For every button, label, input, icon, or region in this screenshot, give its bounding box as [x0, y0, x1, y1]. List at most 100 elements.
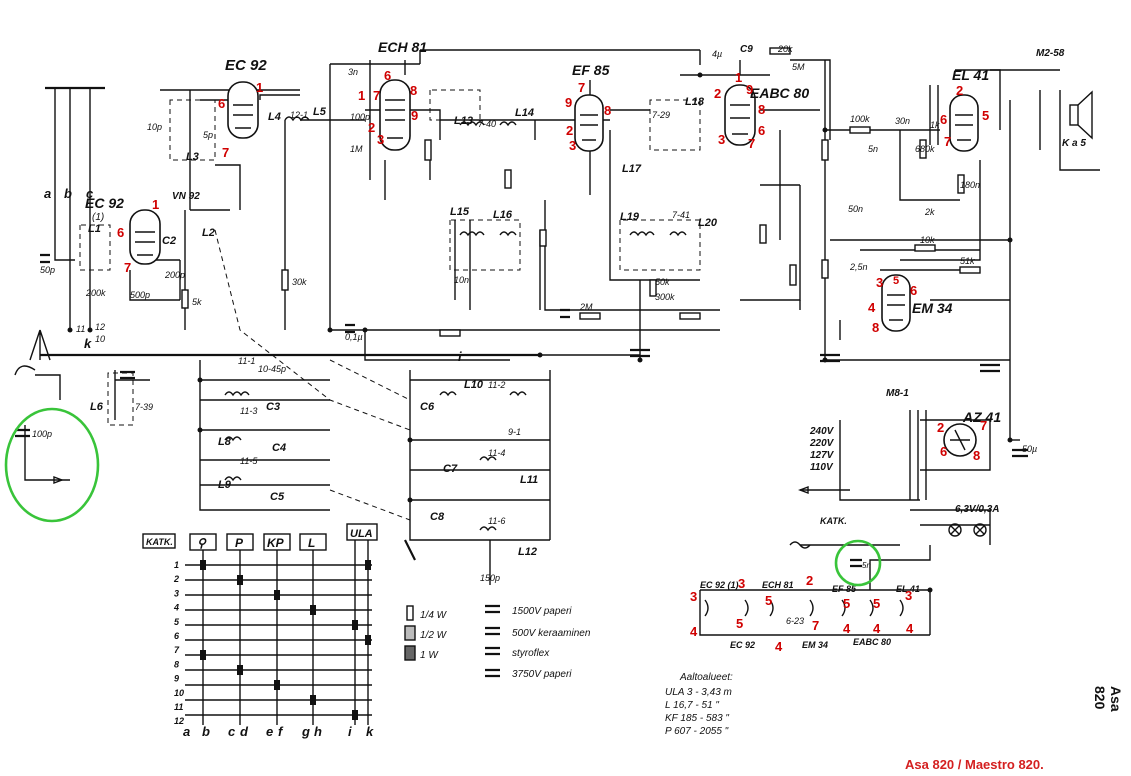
svg-text:7: 7	[944, 134, 951, 149]
svg-text:3750V paperi: 3750V paperi	[512, 669, 572, 680]
svg-text:127V: 127V	[810, 450, 835, 461]
svg-text:30k: 30k	[292, 277, 307, 287]
svg-text:C8: C8	[430, 511, 445, 523]
svg-text:6: 6	[910, 283, 917, 298]
svg-text:50µ: 50µ	[1022, 444, 1037, 454]
svg-text:KP: KP	[267, 536, 285, 550]
tube-ec92-a: EC 92 1 6 7	[218, 57, 267, 160]
svg-text:200p: 200p	[164, 270, 185, 280]
svg-text:EC 92: EC 92	[730, 640, 755, 650]
svg-text:9: 9	[565, 95, 572, 110]
svg-text:5: 5	[893, 275, 899, 287]
svg-text:KF 185 - 583 ": KF 185 - 583 "	[665, 713, 729, 724]
tube-ec92-b: EC 92 (1) 1 6 7	[85, 195, 161, 275]
svg-text:10k: 10k	[920, 235, 935, 245]
switch-column-label: i	[348, 724, 352, 739]
svg-text:EM 34: EM 34	[802, 640, 828, 650]
svg-text:L13: L13	[454, 115, 473, 127]
svg-text:EF 85: EF 85	[832, 584, 857, 594]
svg-text:6-23: 6-23	[786, 616, 804, 626]
svg-text:9: 9	[411, 108, 418, 123]
coil-labels: L1 L2 L3 L4 L5 L6 L8 L9 L10 L11 L12 L13 …	[88, 96, 718, 558]
switch-row-label: 12	[174, 716, 184, 726]
svg-text:100k: 100k	[850, 114, 870, 124]
svg-text:3: 3	[377, 132, 384, 147]
svg-text:3: 3	[569, 138, 576, 153]
svg-text:(1): (1)	[92, 212, 104, 223]
tube-label: EC 92	[225, 57, 267, 74]
svg-text:1/4 W: 1/4 W	[420, 610, 448, 621]
svg-text:50k: 50k	[655, 277, 670, 287]
tube-label: EABC 80	[750, 85, 809, 101]
svg-text:b: b	[64, 186, 72, 201]
svg-text:3n: 3n	[348, 67, 358, 77]
svg-text:c: c	[86, 186, 94, 201]
svg-text:7-40: 7-40	[478, 119, 496, 129]
svg-text:7: 7	[373, 88, 380, 103]
switch-row-label: 1	[174, 560, 179, 570]
svg-text:L10: L10	[464, 379, 484, 391]
svg-text:100p: 100p	[350, 112, 370, 122]
svg-text:6: 6	[940, 444, 947, 459]
svg-text:3: 3	[876, 275, 883, 290]
svg-text:ULA 3 - 3,43 m: ULA 3 - 3,43 m	[665, 687, 732, 698]
svg-text:10: 10	[95, 334, 105, 344]
tube-label: EF 85	[572, 62, 610, 78]
svg-text:L2: L2	[202, 227, 215, 239]
switch-column-label: a	[183, 724, 190, 739]
main-wiring	[14, 49, 1100, 636]
svg-text:K a 5: K a 5	[1062, 138, 1086, 149]
svg-text:1: 1	[256, 80, 263, 95]
svg-text:L16: L16	[493, 209, 513, 221]
svg-text:L12: L12	[518, 546, 537, 558]
svg-text:1: 1	[735, 70, 742, 85]
switch-column-label: k	[366, 724, 374, 739]
svg-text:50p: 50p	[40, 265, 55, 275]
svg-text:1M: 1M	[350, 144, 363, 154]
tube-ef85: EF 85 7 9 8 2 3	[565, 62, 611, 153]
svg-text:240V: 240V	[809, 426, 835, 437]
svg-text:180n: 180n	[960, 180, 980, 190]
resistor-boxes	[181, 47, 981, 337]
svg-text:7-29: 7-29	[652, 110, 670, 120]
svg-text:4: 4	[775, 639, 783, 654]
svg-text:3: 3	[738, 576, 745, 591]
svg-text:300k: 300k	[655, 292, 675, 302]
svg-text:2: 2	[714, 86, 721, 101]
svg-text:C6: C6	[420, 401, 435, 413]
svg-text:5p: 5p	[203, 130, 213, 140]
switch-contacts	[200, 560, 371, 720]
heater-chain: EC 92 (1) ECH 81 EF 85 EL 41 EC 92 EM 34…	[690, 573, 920, 654]
switch-row-label: 3	[174, 588, 179, 598]
svg-text:11-3: 11-3	[240, 406, 257, 416]
model-caption: Asa 820 / Maestro 820.	[905, 757, 1044, 772]
switch-row-label: 4	[173, 603, 179, 613]
svg-text:a: a	[44, 186, 51, 201]
svg-text:9-1: 9-1	[508, 427, 521, 437]
svg-text:2: 2	[937, 420, 944, 435]
switch-row-label: 9	[174, 674, 179, 684]
svg-text:4: 4	[868, 300, 876, 315]
svg-text:L15: L15	[450, 206, 470, 218]
svg-text:L6: L6	[90, 401, 104, 413]
switch-column-label: d	[240, 724, 249, 739]
switch-row-label: 10	[174, 688, 184, 698]
switch-column-label: e	[266, 724, 273, 739]
svg-text:10-45p: 10-45p	[258, 364, 286, 374]
svg-text:3: 3	[718, 132, 725, 147]
svg-text:11-4: 11-4	[488, 448, 505, 458]
switch-column-label: h	[314, 724, 322, 739]
svg-text:4: 4	[843, 621, 851, 636]
legend: 1/4 W 1/2 W 1 W 1500V paperi 500V keraam…	[404, 604, 591, 680]
svg-text:10n: 10n	[454, 275, 469, 285]
svg-text:8: 8	[973, 448, 980, 463]
svg-text:KATK.: KATK.	[146, 537, 173, 547]
highlight-katk-content: 5n	[850, 558, 871, 570]
dashed-links	[79, 89, 701, 521]
svg-text:500V keraaminen: 500V keraaminen	[512, 628, 591, 639]
svg-text:8: 8	[758, 102, 765, 117]
svg-text:8: 8	[604, 103, 611, 118]
tube-ech81: ECH 81 6 7 8 9 1 2 3	[358, 39, 427, 151]
svg-text:1/2 W: 1/2 W	[420, 630, 448, 641]
